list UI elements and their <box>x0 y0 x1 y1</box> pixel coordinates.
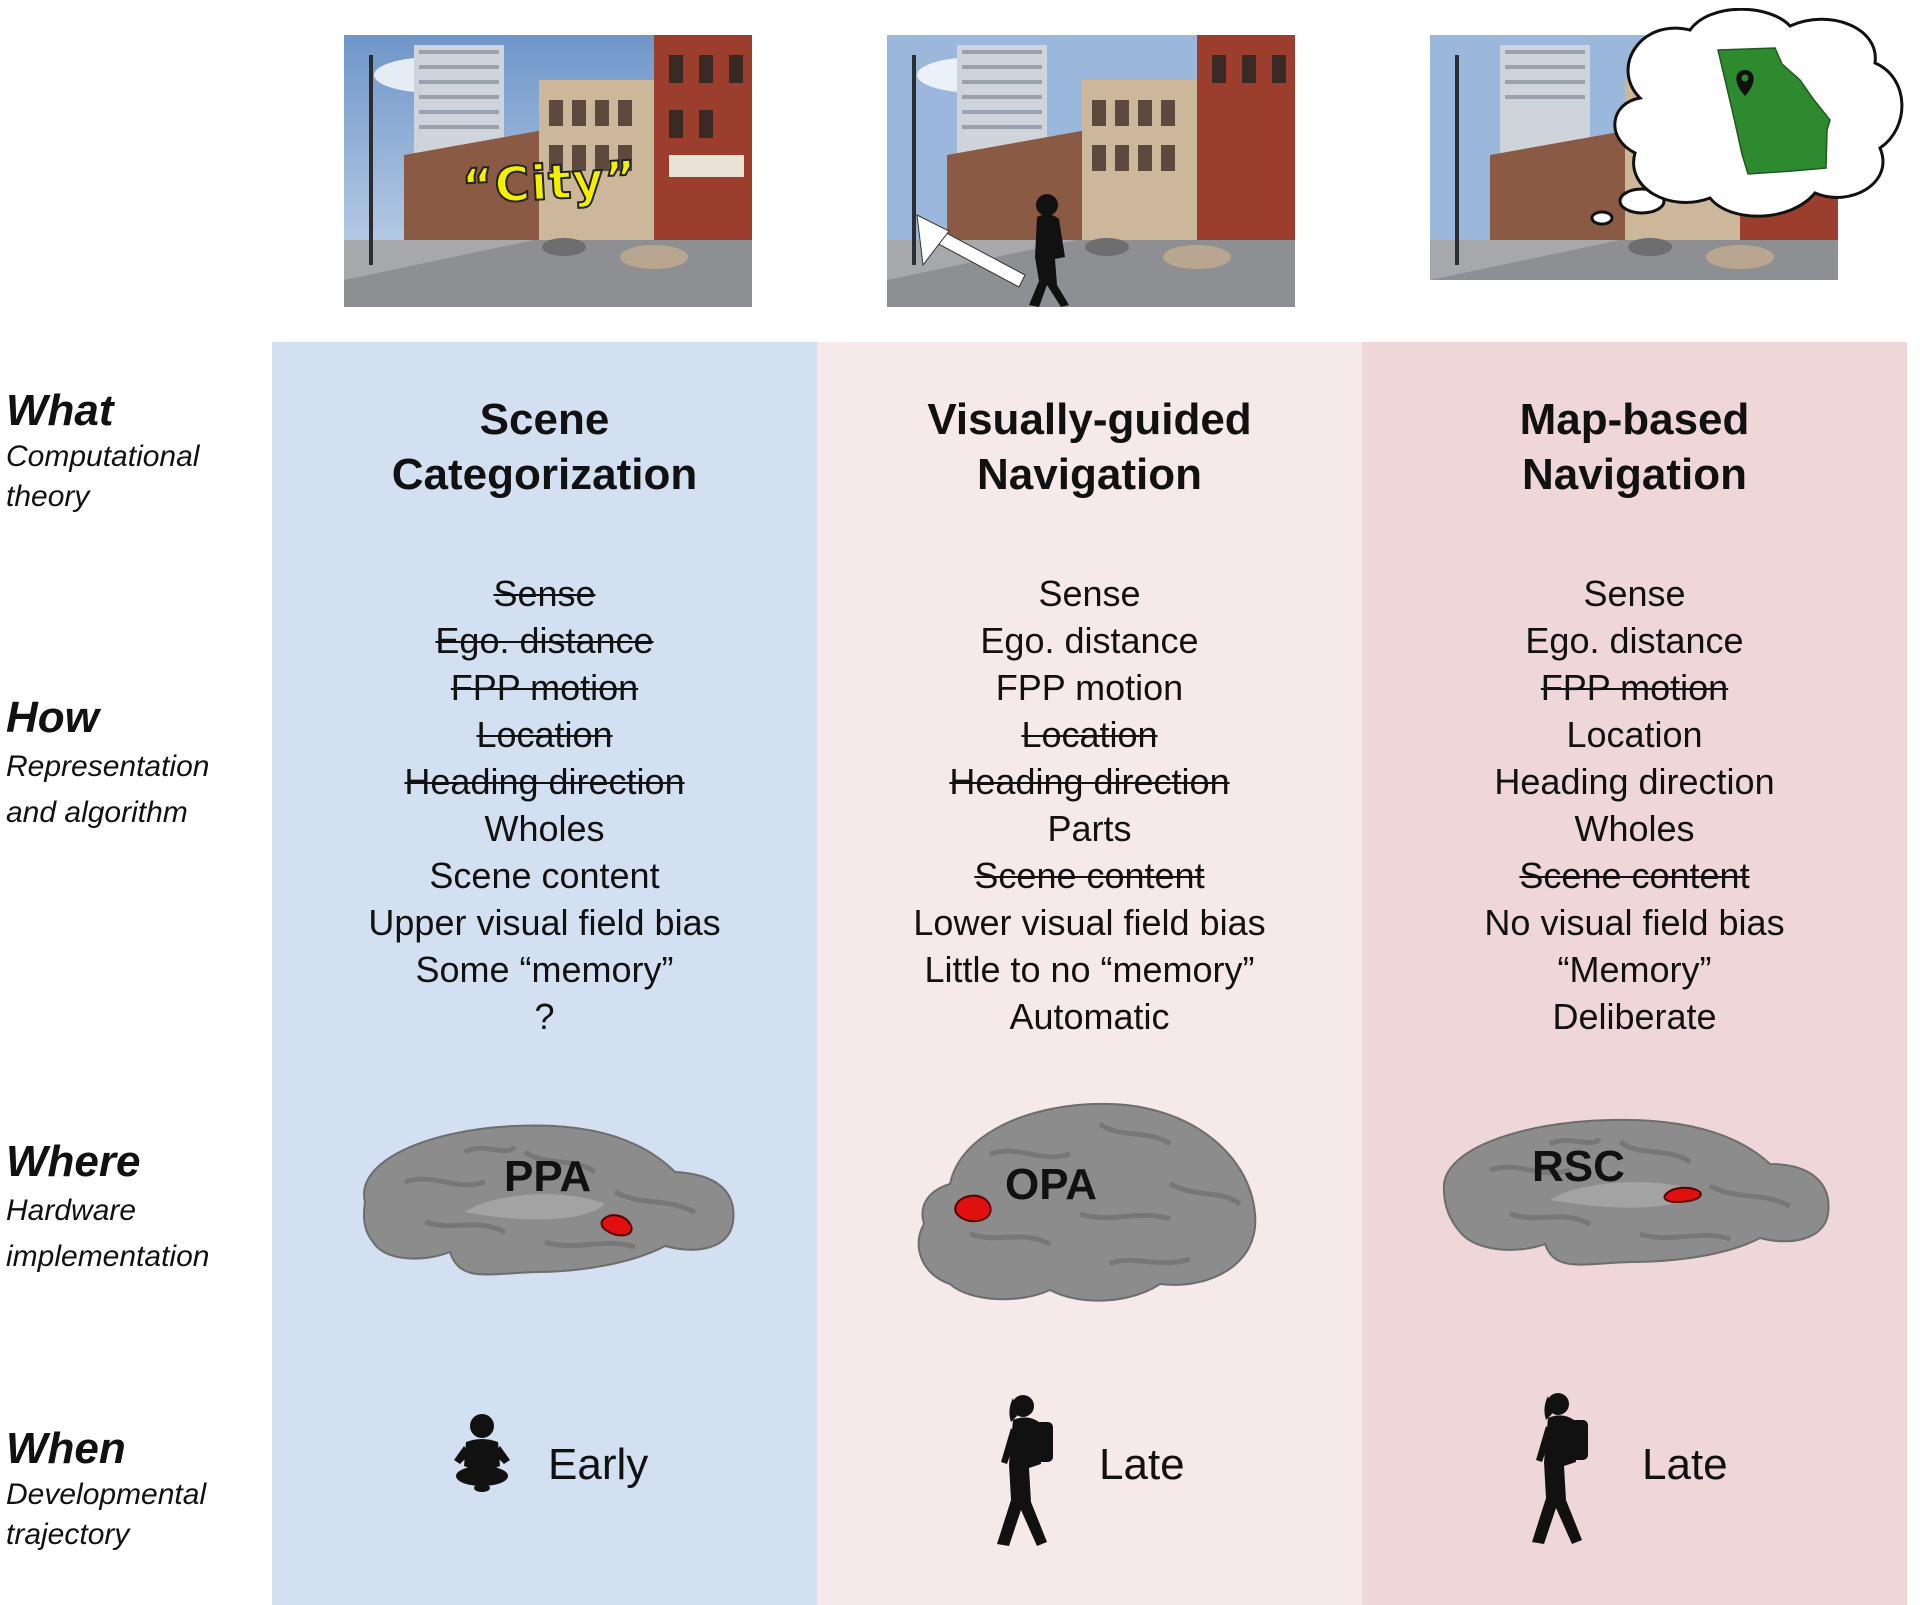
property-item: Sense <box>1583 573 1686 614</box>
property-list: Sense Ego. distance FPP motion Location … <box>817 570 1362 1040</box>
column-title: Map-based Navigation <box>1362 392 1907 502</box>
row-subtitle: Developmental <box>6 1478 207 1511</box>
property-item: Ego. distance <box>435 620 654 661</box>
property-item: Location <box>1021 714 1158 755</box>
street-scene-photo-categorization: “City” <box>344 35 752 307</box>
walking-person-icon <box>1029 194 1069 307</box>
property-item: Wholes <box>484 808 605 849</box>
column-title-line: Visually-guided <box>927 395 1252 444</box>
row-subtitle: and algorithm <box>6 796 188 829</box>
property-item: Scene content <box>1519 855 1750 896</box>
brain-region-label: PPA <box>504 1152 592 1201</box>
property-item: Ego. distance <box>1525 620 1744 661</box>
baby-icon <box>454 1414 510 1492</box>
property-item: Some “memory” <box>415 949 674 990</box>
row-title: How <box>6 693 99 742</box>
property-item: Upper visual field bias <box>368 902 721 943</box>
developmental-stage-label: Early <box>548 1440 649 1489</box>
path-arrow-icon <box>916 214 1026 288</box>
property-item: “Memory” <box>1557 949 1712 990</box>
row-title: When <box>6 1424 126 1473</box>
row-subtitle: theory <box>6 480 90 513</box>
column-title-line: Navigation <box>977 450 1202 499</box>
row-subtitle: Representation <box>6 750 210 783</box>
opa-region-icon <box>953 1194 992 1223</box>
ppa-region-icon <box>600 1214 633 1237</box>
property-list: Sense Ego. distance FPP motion Location … <box>1362 570 1907 1040</box>
row-label-what: What Computational theory <box>6 385 266 517</box>
developmental-stage: Late <box>1362 1392 1907 1544</box>
developmental-stage-label: Late <box>1099 1440 1185 1489</box>
column-title-line: Scene <box>479 395 610 444</box>
property-item: Sense <box>1038 573 1141 614</box>
property-item: FPP motion <box>450 667 639 708</box>
row-label-when: When Developmental trajectory <box>6 1423 266 1555</box>
property-item: Scene content <box>429 855 660 896</box>
property-item: Scene content <box>974 855 1205 896</box>
property-item: Wholes <box>1574 808 1695 849</box>
walking-child-icon <box>1532 1393 1588 1544</box>
column-visually-guided-navigation: Visually-guided Navigation Sense Ego. di… <box>817 342 1362 1605</box>
street-scene-photo-map-navigation <box>1430 8 1920 280</box>
rsc-region-icon <box>1662 1186 1702 1204</box>
property-item: Ego. distance <box>980 620 1199 661</box>
row-title: Where <box>6 1137 141 1186</box>
street-scene-image <box>1430 8 1904 280</box>
property-item: Parts <box>1047 808 1132 849</box>
developmental-stage: Early <box>272 1392 817 1542</box>
property-item: FPP motion <box>1540 667 1729 708</box>
property-item: FPP motion <box>995 667 1184 708</box>
column-title: Visually-guided Navigation <box>817 392 1362 502</box>
photo-label-city: “City” <box>460 149 640 216</box>
walking-child-icon <box>997 1395 1053 1546</box>
developmental-stage-label: Late <box>1642 1440 1728 1489</box>
property-item: Automatic <box>1009 996 1170 1037</box>
property-item: Heading direction <box>404 761 685 802</box>
row-subtitle: Computational <box>6 440 200 473</box>
property-item: ? <box>534 996 555 1037</box>
column-scene-categorization: Scene Categorization Sense Ego. distance… <box>272 342 817 1605</box>
street-scene-image <box>887 35 1295 307</box>
property-item: Lower visual field bias <box>913 902 1266 943</box>
property-item: No visual field bias <box>1484 902 1785 943</box>
brain-medial-view-icon <box>1442 1118 1829 1266</box>
column-title-line: Navigation <box>1522 450 1747 499</box>
row-label-where: Where Hardware implementation <box>6 1136 266 1280</box>
row-subtitle: implementation <box>6 1240 210 1273</box>
column-map-based-navigation: Map-based Navigation Sense Ego. distance… <box>1362 342 1907 1605</box>
property-item: Location <box>476 714 613 755</box>
property-item: Deliberate <box>1552 996 1717 1037</box>
property-item: Heading direction <box>949 761 1230 802</box>
column-title-line: Categorization <box>391 450 698 499</box>
brain-region-label: OPA <box>1005 1160 1098 1209</box>
street-scene-photo-visual-navigation <box>887 35 1295 307</box>
property-item: Sense <box>493 573 596 614</box>
property-item: Location <box>1566 714 1703 755</box>
column-title: Scene Categorization <box>272 392 817 502</box>
street-scene-image <box>344 35 752 307</box>
property-item: Little to no “memory” <box>924 949 1255 990</box>
row-title: What <box>6 386 114 435</box>
developmental-stage: Late <box>817 1392 1362 1546</box>
brain-region-label: RSC <box>1532 1142 1625 1191</box>
brain-medial-view-icon <box>362 1124 734 1276</box>
column-title-line: Map-based <box>1519 395 1750 444</box>
row-subtitle: Hardware <box>6 1194 137 1227</box>
property-list: Sense Ego. distance FPP motion Location … <box>272 570 817 1040</box>
row-label-how: How Representation and algorithm <box>6 692 266 836</box>
state-map-icon <box>1717 47 1831 175</box>
row-subtitle: trajectory <box>6 1518 130 1551</box>
brain-lateral-view-icon <box>917 1102 1256 1302</box>
property-item: Heading direction <box>1494 761 1775 802</box>
